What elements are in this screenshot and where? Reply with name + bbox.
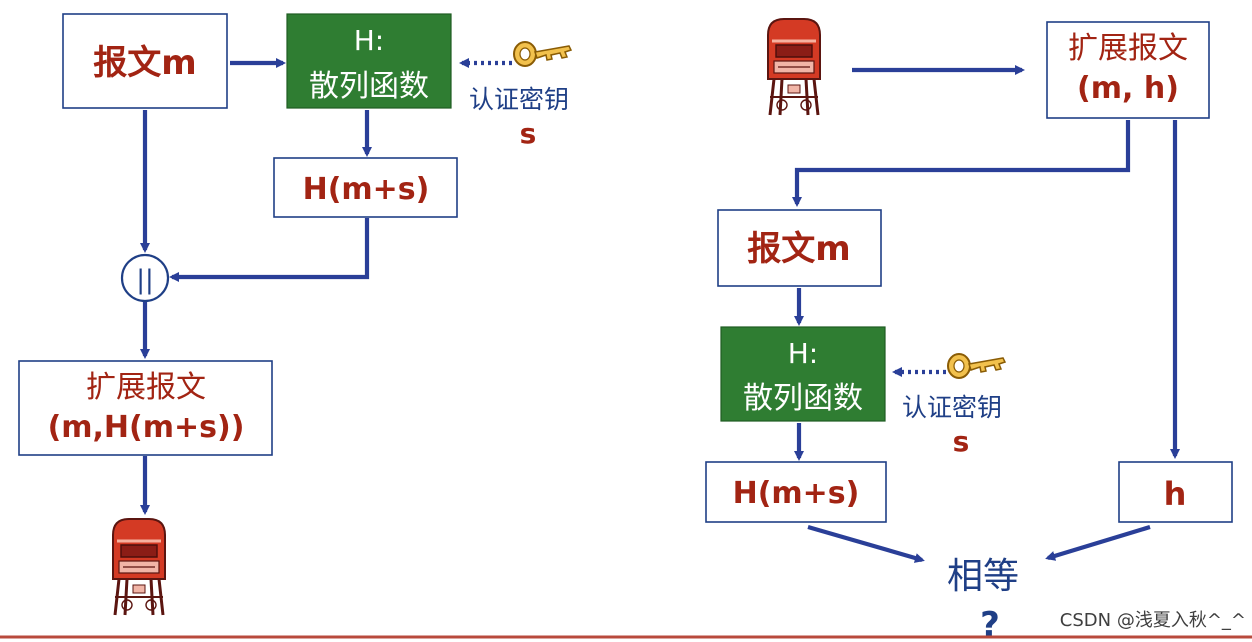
- right-arrow-h-to-equal: [1045, 524, 1151, 561]
- question-mark: ?: [980, 605, 1000, 642]
- left-extended-line2: (m,H(m+s)): [48, 410, 245, 445]
- left-hash-title: H:: [354, 24, 385, 57]
- key-icon: [947, 353, 1006, 379]
- right-message-box: [717, 209, 882, 287]
- right-h-box: [1118, 461, 1233, 523]
- csdn-watermark: CSDN @浅夏入秋^_^: [1060, 610, 1246, 631]
- left-hms-label: H(m+s): [303, 172, 430, 207]
- right-extended-line2: (m, h): [1077, 71, 1179, 106]
- left-key-symbol: s: [520, 117, 537, 150]
- right-message-label: 报文m: [747, 229, 850, 269]
- right-key-symbol: s: [953, 425, 970, 458]
- key-icon: [513, 41, 572, 67]
- left-extended-message-box: [18, 360, 273, 456]
- right-hash-subtitle: 散列函数: [743, 381, 863, 416]
- right-arrow-extended-to-msg: [792, 120, 1131, 207]
- left-hash-function-box: [286, 13, 452, 109]
- mailbox-icon: [111, 517, 167, 617]
- left-extended-line1: 扩展报文: [86, 370, 206, 405]
- mailbox-icon: [766, 17, 822, 117]
- equal-label: 相等: [947, 556, 1019, 597]
- concat-operator: [120, 253, 170, 303]
- right-extended-line1: 扩展报文: [1068, 31, 1188, 66]
- right-hms-label: H(m+s): [733, 476, 860, 511]
- left-arrow-hms-to-concat: [169, 218, 370, 282]
- left-hms-box: [273, 157, 458, 218]
- right-h-label: h: [1164, 475, 1187, 513]
- right-hms-box: [705, 461, 887, 523]
- right-arrow-hms-to-equal: [807, 524, 925, 563]
- left-hash-subtitle: 散列函数: [309, 69, 429, 104]
- right-key-label: 认证密钥: [902, 393, 1002, 422]
- left-message-label: 报文m: [93, 43, 196, 83]
- left-message-box: [62, 13, 228, 109]
- left-key-label: 认证密钥: [469, 85, 569, 114]
- right-hash-function-box: [720, 326, 886, 422]
- right-extended-message-box: [1046, 21, 1210, 119]
- concat-symbol: ||: [136, 265, 154, 295]
- right-hash-title: H:: [788, 337, 819, 370]
